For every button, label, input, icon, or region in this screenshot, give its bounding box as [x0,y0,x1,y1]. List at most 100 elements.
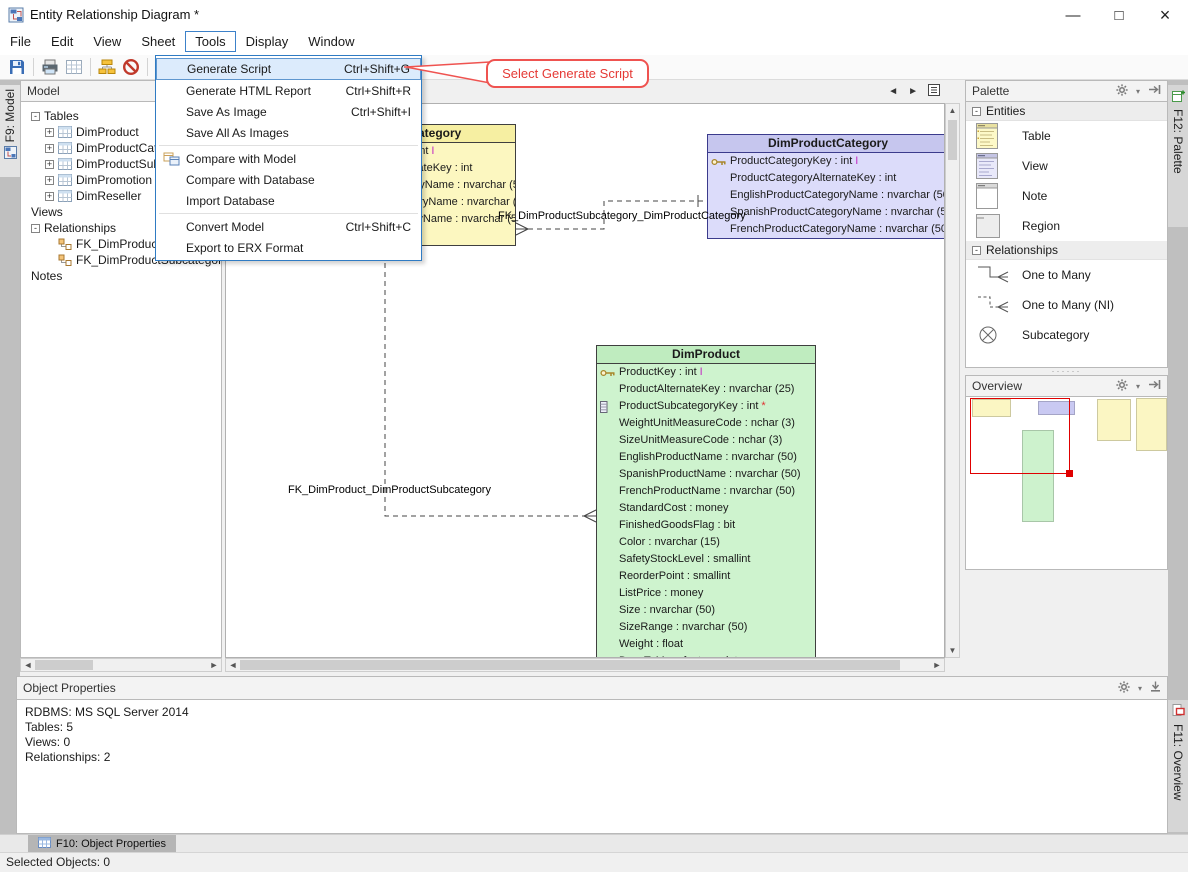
scroll-thumb[interactable] [240,660,900,670]
tab-object-properties[interactable]: F10: Object Properties [28,835,177,853]
relationship-label[interactable]: FK_DimProductSubcategory_DimProductCateg… [498,210,746,222]
entity-field-row[interactable]: Size : nvarchar (50) [597,602,815,619]
sheet-prev-icon[interactable]: ◄ [888,86,899,97]
palette-section-entities[interactable]: -Entities [966,102,1167,121]
entity-field-row[interactable]: ListPrice : money [597,585,815,602]
sidebar-tab-model[interactable]: F9: Model [0,85,20,177]
entity-field-row[interactable]: Weight : float [597,636,815,653]
maximize-button[interactable]: □ [1114,6,1124,24]
model-tree-hscrollbar[interactable]: ◄ ► [20,658,222,672]
pin-dock-icon[interactable] [1148,379,1161,393]
scroll-left-arrow[interactable]: ◄ [228,660,238,670]
entity-field-row[interactable]: WeightUnitMeasureCode : nchar (3) [597,415,815,432]
tree-item-notes[interactable]: Notes [21,268,221,284]
entity-field-row[interactable]: SafetyStockLevel : smallint [597,551,815,568]
tree-item-relationships[interactable]: -Relationships [21,220,221,236]
save-button[interactable] [5,56,29,78]
entity-field-row[interactable]: FrenchProductCategoryName : nvarchar (50… [708,221,944,238]
entity-field-row[interactable]: ProductAlternateKey : nvarchar (25) [597,381,815,398]
palette-item-region[interactable]: Region [966,211,1167,241]
entity-field-row[interactable]: EnglishProductName : nvarchar (50) [597,449,815,466]
entity-field-row[interactable]: SizeUnitMeasureCode : nchar (3) [597,432,815,449]
collapse-icon[interactable]: - [972,245,981,255]
menubar-item-tools[interactable]: Tools [185,31,236,52]
entity-field-row[interactable]: Color : nvarchar (15) [597,534,815,551]
grid-button[interactable] [62,56,86,78]
entity-field-row[interactable]: ReorderPoint : smallint [597,568,815,585]
menu-item-compare-with-model[interactable]: Compare with Model [156,148,421,169]
scroll-down-arrow[interactable]: ▼ [948,646,957,655]
print-button[interactable] [38,56,62,78]
sheet-next-icon[interactable]: ► [908,86,918,97]
menubar-item-sheet[interactable]: Sheet [141,34,176,49]
tree-item-dimpromotion[interactable]: +DimPromotion [21,172,221,188]
canvas-vscrollbar[interactable]: ▲ ▼ [945,103,960,658]
dock-down-icon[interactable] [1150,681,1161,695]
palette-item-view[interactable]: View [966,151,1167,181]
sheet-list-icon[interactable] [928,84,940,99]
entity-table-title[interactable]: DimProduct [597,346,815,364]
expand-icon[interactable]: + [45,190,54,201]
menu-item-save-all-as-images[interactable]: Save All As Images [156,122,421,143]
entity-field-row[interactable]: FrenchProductName : nvarchar (50) [597,483,815,500]
collapse-icon[interactable]: - [31,111,40,121]
menu-item-import-database[interactable]: Import Database [156,190,421,211]
sidebar-tab-palette[interactable]: F12: Palette [1168,85,1188,227]
overview-minimap[interactable] [965,397,1168,570]
entity-field-row[interactable]: SpanishProductCategoryName : nvarchar (5… [708,204,944,221]
tree-item-dimreseller[interactable]: +DimReseller [21,188,221,204]
relationship-label[interactable]: FK_DimProduct_DimProductSubcategory [288,484,491,496]
entity-field-row[interactable]: ProductCategoryAlternateKey : int [708,170,944,187]
minimap-viewport-handle[interactable] [1066,470,1073,477]
disable-button[interactable] [119,56,143,78]
minimap-viewport[interactable] [970,398,1073,477]
collapse-icon[interactable]: - [31,223,40,233]
tree-item-dimproduct[interactable]: +DimProduct [21,124,221,140]
menu-item-export-to-erx-format[interactable]: Export to ERX Format [156,237,421,258]
palette-item-one-to-many[interactable]: One to Many [966,260,1167,290]
close-button[interactable]: × [1159,4,1171,25]
scroll-thumb[interactable] [948,120,957,160]
layout-button[interactable] [95,56,119,78]
entity-field-row[interactable]: DaysToManufacture : int [597,653,815,657]
menubar-item-window[interactable]: Window [308,34,355,49]
palette-section-relationships[interactable]: -Relationships [966,241,1167,260]
entity-field-row[interactable]: SpanishProductName : nvarchar (50) [597,466,815,483]
scroll-left-arrow[interactable]: ◄ [23,660,33,670]
menu-item-compare-with-database[interactable]: Compare with Database [156,169,421,190]
scroll-up-arrow[interactable]: ▲ [948,106,957,115]
tree-item-tables[interactable]: -Tables [21,108,221,124]
scroll-right-arrow[interactable]: ► [209,660,219,670]
expand-icon[interactable]: + [45,158,54,169]
expand-icon[interactable]: + [45,174,54,185]
panel-splitter[interactable]: ······ [1051,366,1082,376]
entity-field-row[interactable]: EnglishProductCategoryName : nvarchar (5… [708,187,944,204]
sidebar-tab-overview[interactable]: F11: Overview [1168,700,1188,832]
expand-icon[interactable]: + [45,126,54,137]
expand-icon[interactable]: + [45,142,54,153]
gear-icon[interactable] [1118,680,1130,696]
palette-item-subcategory[interactable]: Subcategory [966,320,1167,350]
canvas-hscrollbar[interactable]: ◄ ► [225,658,945,672]
entity-field-row[interactable]: FinishedGoodsFlag : bit [597,517,815,534]
scroll-right-arrow[interactable]: ► [932,660,942,670]
minimize-button[interactable]: — [1065,6,1081,24]
palette-item-table[interactable]: Table [966,121,1167,151]
menubar-item-display[interactable]: Display [245,34,289,49]
menubar-item-file[interactable]: File [10,34,31,49]
pin-dock-icon[interactable] [1148,84,1161,98]
menubar-item-view[interactable]: View [93,34,122,49]
scroll-thumb[interactable] [35,660,93,670]
palette-item-note[interactable]: Note [966,181,1167,211]
entity-field-row[interactable]: StandardCost : money [597,500,815,517]
gear-icon[interactable] [1116,378,1128,394]
tree-item-views[interactable]: Views [21,204,221,220]
